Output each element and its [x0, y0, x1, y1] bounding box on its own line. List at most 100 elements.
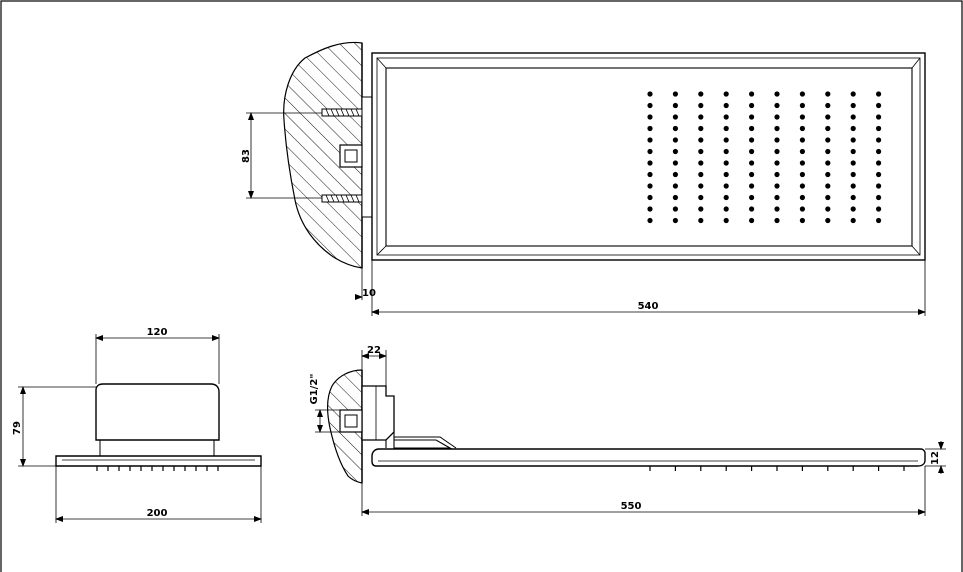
- nozzle-dot: [698, 91, 704, 97]
- nozzle-dot: [774, 114, 780, 120]
- nozzle-dot: [799, 171, 806, 178]
- nozzle-grid: [647, 91, 882, 224]
- nozzle-dot: [672, 125, 679, 132]
- nozzle-dot: [647, 160, 653, 166]
- nozzle-dot: [850, 217, 856, 224]
- dim-plate-length-label: 540: [638, 301, 659, 312]
- nozzle-dot: [850, 102, 856, 109]
- wall-section-top: [283, 41, 363, 269]
- nozzle-dot: [647, 194, 653, 201]
- side-plate: [371, 448, 926, 467]
- nozzle-dot: [672, 148, 679, 155]
- nozzle-dot: [850, 194, 856, 201]
- dim-body-height: 79: [12, 386, 96, 467]
- wall-flange-top: [361, 96, 373, 218]
- nozzle-dot: [647, 114, 653, 120]
- nozzle-dot: [723, 91, 729, 97]
- nozzle-dot: [698, 125, 704, 132]
- nozzle-dot: [825, 183, 831, 189]
- dim-wall-gap: 10: [355, 260, 376, 316]
- nozzle-dot: [850, 206, 856, 212]
- nozzle-dot: [698, 148, 704, 155]
- dim-arm-offset: 22: [361, 345, 387, 386]
- nozzle-dot: [825, 206, 831, 212]
- nozzle-dot: [774, 148, 780, 155]
- side-view: [327, 369, 926, 484]
- nozzle-dot: [825, 125, 831, 132]
- nozzle-dot: [647, 217, 653, 224]
- nozzle-dot: [723, 217, 729, 224]
- nozzle-dot: [749, 160, 755, 166]
- nozzle-dot: [774, 91, 780, 97]
- nozzle-dot: [723, 114, 729, 120]
- nozzle-dot: [749, 194, 755, 201]
- nozzle-dot: [672, 160, 679, 166]
- nozzle-dot: [799, 183, 806, 189]
- nozzle-dot: [672, 183, 679, 189]
- nozzle-dot: [774, 160, 780, 166]
- nozzle-dot: [723, 171, 729, 178]
- nozzle-dot: [698, 137, 704, 143]
- nozzle-dot: [698, 217, 704, 224]
- nozzle-dot: [774, 206, 780, 212]
- nozzle-dot: [876, 91, 882, 97]
- dim-total-length: 550: [361, 466, 926, 516]
- side-arm-body: [361, 385, 395, 441]
- nozzle-dot: [876, 102, 882, 109]
- dim-plate-width: 200: [55, 466, 262, 523]
- nozzle-dot: [876, 125, 882, 132]
- nozzle-dot: [825, 160, 831, 166]
- nozzle-dot: [774, 102, 780, 109]
- nozzle-dot: [850, 91, 856, 97]
- nozzle-dot: [850, 171, 856, 178]
- nozzle-dot: [749, 91, 755, 97]
- nozzle-dot: [774, 194, 780, 201]
- nozzle-dot: [825, 171, 831, 178]
- nozzle-dot: [749, 102, 755, 109]
- front-nozzle-row: [96, 466, 219, 471]
- nozzle-dot: [876, 114, 882, 120]
- nozzle-dot: [825, 137, 831, 143]
- nozzle-dot: [825, 102, 831, 109]
- nozzle-dot: [850, 183, 856, 189]
- nozzle-dot: [825, 91, 831, 97]
- dim-body-height-label: 79: [12, 421, 23, 435]
- nozzle-dot: [723, 194, 729, 201]
- water-inlet-top: [339, 144, 363, 168]
- nozzle-dot: [850, 114, 856, 120]
- nozzle-dot: [799, 160, 806, 166]
- nozzle-dot: [749, 206, 755, 212]
- nozzle-dot: [749, 148, 755, 155]
- dim-plate-width-label: 200: [147, 508, 168, 519]
- nozzle-dot: [698, 183, 704, 189]
- nozzle-dot: [825, 148, 831, 155]
- top-view: [283, 41, 926, 269]
- nozzle-dot: [876, 183, 882, 189]
- nozzle-dot: [672, 206, 679, 212]
- nozzle-dot: [672, 194, 679, 201]
- dim-fixing-spacing: 83: [241, 112, 322, 199]
- nozzle-dot: [850, 148, 856, 155]
- shower-plate-outer: [371, 52, 926, 261]
- dim-plate-thickness-label: 12: [930, 451, 941, 465]
- nozzle-dot: [876, 148, 882, 155]
- shower-plate-inner: [376, 57, 921, 256]
- screw-upper: [321, 108, 363, 117]
- nozzle-dot: [850, 160, 856, 166]
- nozzle-dot: [698, 114, 704, 120]
- nozzle-dot: [647, 102, 653, 109]
- screw-lower: [321, 194, 363, 203]
- nozzle-dot: [723, 137, 729, 143]
- nozzle-dot: [647, 125, 653, 132]
- nozzle-dot: [749, 125, 755, 132]
- water-inlet-side: [339, 409, 363, 433]
- nozzle-dot: [672, 171, 679, 178]
- nozzle-dot: [698, 171, 704, 178]
- dim-arm-offset-label: 22: [367, 345, 381, 356]
- dim-fixing-spacing-label: 83: [241, 149, 252, 163]
- dim-thread-label: G1/2": [309, 374, 320, 405]
- dim-body-width: 120: [95, 327, 220, 384]
- nozzle-dot: [825, 217, 831, 224]
- nozzle-dot: [647, 137, 653, 143]
